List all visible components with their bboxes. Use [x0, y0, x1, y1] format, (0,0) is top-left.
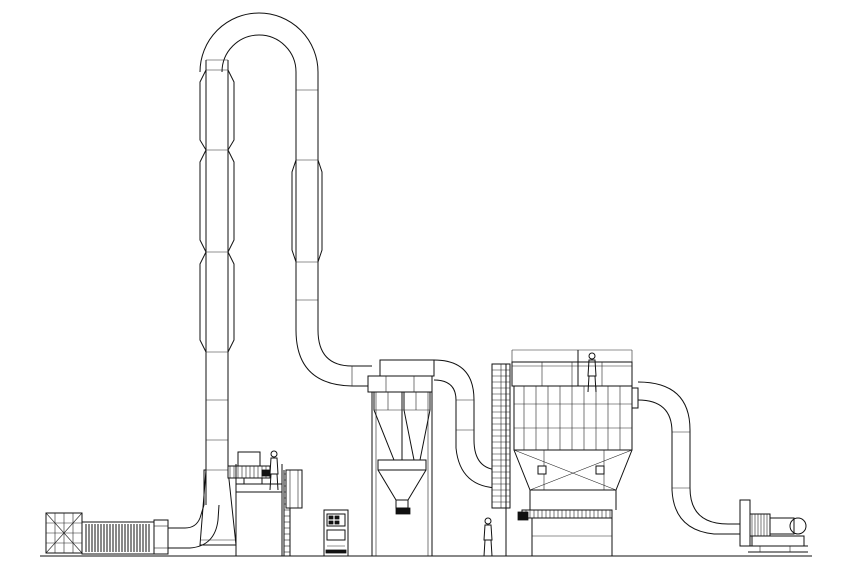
drying-pipe [199, 12, 372, 546]
feeder-platform [227, 450, 303, 557]
air-inlet-filter [45, 512, 83, 554]
cyclone-separator [367, 359, 435, 556]
operator-figure-2 [587, 352, 597, 393]
air-heater [81, 519, 169, 555]
heater-outlet-duct [168, 504, 220, 549]
fan-inlet-duct [637, 381, 740, 535]
operator-figure-1 [269, 450, 279, 491]
bag-filter [483, 349, 639, 557]
control-cabinet [323, 509, 349, 557]
cyclone-outlet-duct [433, 359, 510, 489]
operator-figure-3 [483, 517, 493, 557]
induced-draft-fan [739, 499, 808, 553]
